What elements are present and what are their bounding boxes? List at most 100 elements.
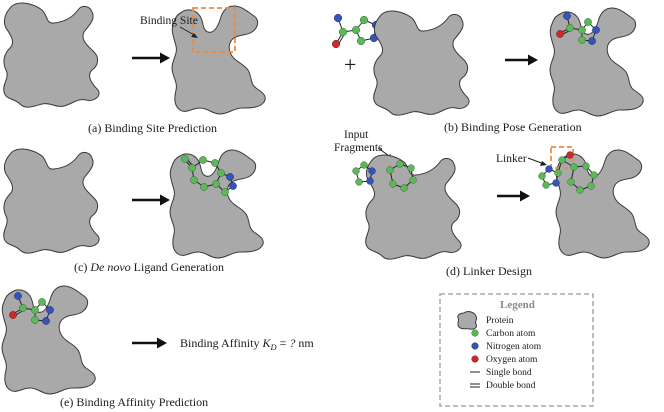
panel-e: Binding Affinity KD = ? nm (e) Binding A… <box>1 285 314 409</box>
binding-site-box <box>192 7 236 53</box>
linker-label: Linker <box>496 153 527 165</box>
ligand-b <box>331 13 381 49</box>
carbon-atom <box>389 180 397 188</box>
nitrogen-atom <box>226 173 234 181</box>
text-span: Binding Affinity <box>180 336 262 350</box>
text-span: = <box>277 336 290 350</box>
nitrogen-atom <box>14 292 22 300</box>
panel-b: + (b) Binding Pose Generation <box>331 7 644 134</box>
carbon-atom <box>407 164 415 172</box>
nitrogen-atom <box>368 167 376 175</box>
carbon-atom <box>554 169 562 177</box>
carbon-atom <box>590 171 598 179</box>
carbon-atom <box>188 164 196 172</box>
text-span: K <box>261 336 271 350</box>
oxygen-atom <box>331 39 341 49</box>
legend-oxygen-swatch <box>471 355 479 363</box>
nitrogen-atom <box>588 37 596 45</box>
carbon-atom <box>566 24 574 32</box>
legend-item-double-bond: Double bond <box>486 381 536 391</box>
carbon-atom <box>578 26 586 34</box>
oxygen-atom <box>9 311 17 319</box>
carbon-atom <box>356 36 366 46</box>
legend-item-carbon: Carbon atom <box>486 329 536 339</box>
nitrogen-atom <box>545 165 553 173</box>
legend-item-single-bond: Single bond <box>486 368 532 378</box>
nitrogen-atom <box>333 13 343 23</box>
caption-b: (b) Binding Pose Generation <box>444 120 582 134</box>
arrow-head <box>160 52 170 64</box>
nitrogen-atom <box>229 182 237 190</box>
legend-frame <box>439 293 594 407</box>
legend-title: Legend <box>500 299 535 311</box>
carbon-atom <box>386 166 394 174</box>
nitrogen-atom <box>42 317 50 325</box>
input-label-line1: Input <box>344 129 369 141</box>
legend-item-protein: Protein <box>486 316 514 326</box>
ligand-c <box>181 155 237 196</box>
carbon-atom <box>31 316 39 324</box>
pointer-head <box>540 161 547 166</box>
carbon-atom <box>542 181 550 189</box>
text-span: D <box>269 342 277 352</box>
legend-item-nitrogen: Nitrogen atom <box>486 342 542 352</box>
linked-ligand <box>538 151 598 194</box>
panel-a: Binding Site (a) Binding Site Prediction <box>3 2 266 135</box>
arrow-head <box>160 194 170 206</box>
nitrogen-atom <box>552 179 560 187</box>
plus-sign: + <box>344 52 356 77</box>
panel-c: (c) De novo Ligand Generation <box>3 148 264 274</box>
linker-box <box>550 146 574 169</box>
caption-d: (d) Linker Design <box>446 264 532 278</box>
legend: Legend Protein Carbon atom Nitrogen atom… <box>439 293 594 407</box>
input-label-line2: Fragments <box>334 142 383 154</box>
carbon-atom <box>570 163 578 171</box>
carbon-atom <box>587 182 595 190</box>
carbon-atom <box>31 306 39 314</box>
protein-shape <box>3 148 100 254</box>
carbon-atom <box>338 27 348 37</box>
text-span: Ligand Generation <box>131 260 224 274</box>
text-span: nm <box>295 336 314 350</box>
carbon-atom <box>355 178 363 186</box>
affinity-formula: Binding Affinity KD = ? nm <box>180 336 314 352</box>
carbon-atom <box>190 176 198 184</box>
carbon-atom <box>351 25 361 35</box>
carbon-atom <box>221 188 229 196</box>
text-span: De novo <box>89 260 130 274</box>
protein-shape-bound <box>555 149 650 259</box>
legend-protein-swatch <box>457 311 478 330</box>
carbon-atom <box>217 169 225 177</box>
oxygen-atom <box>566 151 574 159</box>
carbon-atom <box>538 172 546 180</box>
protein-shape <box>3 2 100 108</box>
protein-shape-bound <box>1 285 96 395</box>
carbon-atom <box>360 161 368 169</box>
carbon-atom <box>558 156 566 164</box>
ligand-e <box>9 292 54 325</box>
arrow-head <box>528 54 538 66</box>
carbon-atom <box>19 304 27 312</box>
ligand-b-bound <box>556 12 600 45</box>
text-span: (c) <box>74 260 90 274</box>
panel-d: Input Fragments <box>334 129 650 278</box>
carbon-atom <box>396 160 404 168</box>
arrow-head <box>520 190 530 202</box>
nitrogen-atom <box>46 306 54 314</box>
carbon-atom <box>212 180 220 188</box>
carbon-atom <box>409 176 417 184</box>
protein-shape-bound <box>549 7 644 117</box>
fragment-2 <box>386 160 417 192</box>
caption-e: (e) Binding Affinity Prediction <box>60 395 208 409</box>
pointer-head <box>191 33 198 38</box>
carbon-atom <box>578 36 586 44</box>
text-span: ? <box>289 336 295 350</box>
legend-item-oxygen: Oxygen atom <box>486 355 538 365</box>
carbon-atom <box>359 15 369 25</box>
carbon-atom <box>584 18 592 26</box>
carbon-atom <box>582 162 590 170</box>
carbon-atom <box>181 155 189 163</box>
fragment-1 <box>352 161 376 186</box>
